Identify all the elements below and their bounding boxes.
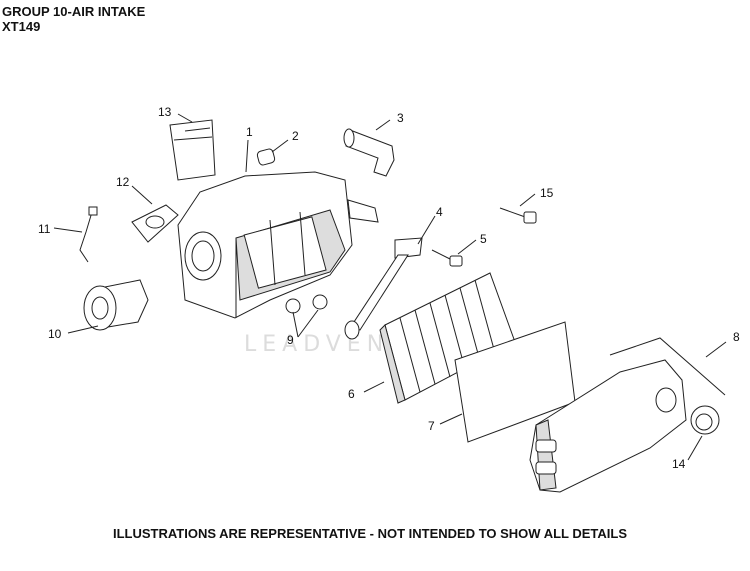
callout-3: 3: [397, 111, 404, 125]
callout-5: 5: [480, 232, 487, 246]
part-knob: [690, 405, 720, 435]
callout-9: 9: [287, 333, 294, 347]
leader-lines: [53, 113, 727, 461]
part-bushing: [256, 148, 276, 166]
callout-2: 2: [292, 129, 299, 143]
disclaimer-footer: ILLUSTRATIONS ARE REPRESENTATIVE - NOT I…: [113, 526, 627, 541]
part-gasket: [131, 204, 179, 243]
model-number: XT149: [2, 19, 41, 34]
callout-10: 10: [48, 327, 62, 341]
part-bolt-short: [431, 249, 463, 267]
callout-6: 6: [348, 387, 355, 401]
callout-12: 12: [116, 175, 130, 189]
part-decal: [169, 119, 216, 181]
part-air-cleaner-base: [177, 171, 379, 319]
callout-4: 4: [436, 205, 443, 219]
part-nuts: [285, 294, 328, 314]
part-hose: [79, 206, 98, 263]
callout-14: 14: [672, 457, 686, 471]
part-air-filter: [379, 272, 516, 404]
callout-7: 7: [428, 419, 435, 433]
part-tube: [343, 128, 395, 177]
part-bracket: [344, 237, 423, 340]
callout-1: 1: [246, 125, 253, 139]
part-bolt-long: [499, 207, 537, 224]
part-filter-element: [83, 279, 149, 331]
callout-11: 11: [38, 222, 51, 236]
part-air-cleaner-cover: [529, 337, 726, 493]
callout-8: 8: [733, 330, 740, 344]
diagram-title: GROUP 10-AIR INTAKE: [2, 4, 146, 19]
callout-13: 13: [158, 105, 172, 119]
callout-15: 15: [540, 186, 554, 200]
